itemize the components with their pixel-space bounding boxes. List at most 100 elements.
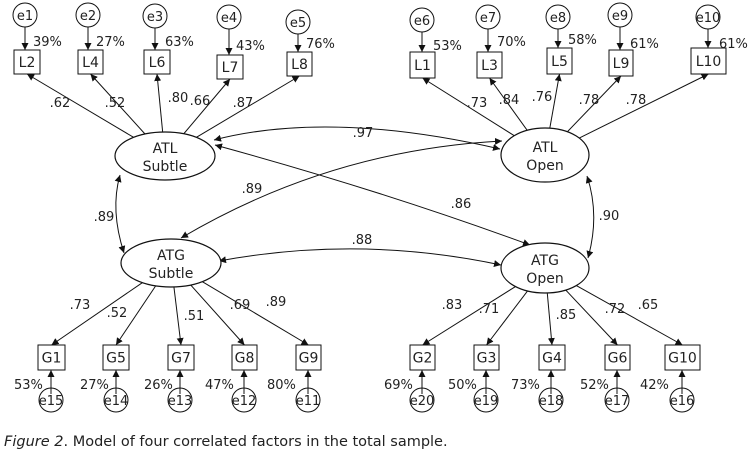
indicator-box-L6 [143, 49, 171, 75]
indicator-box-G3 [473, 344, 500, 371]
error-label-e3: e3 [147, 10, 163, 25]
error-label-e13: e13 [168, 394, 193, 409]
indicator-box-L1 [409, 51, 436, 79]
error-circle-e13 [167, 387, 193, 413]
loading-label-G8: .69 [230, 298, 251, 313]
r-squared-label-G4: 73% [511, 378, 540, 393]
loading-label-L5: .76 [532, 90, 553, 105]
indicator-label-L5: L5 [551, 54, 568, 70]
error-label-e5: e5 [290, 16, 306, 31]
r-squared-label-L6: 63% [165, 35, 194, 50]
loading-label-G4: .85 [556, 308, 577, 323]
indicator-box-G2 [409, 344, 436, 371]
loading-label-L7: .66 [190, 94, 211, 109]
loading-path-L4 [90, 73, 146, 135]
correlation-path-ATLS-ATGS [114, 174, 126, 254]
figure-caption: Figure 2. Model of four correlated facto… [4, 434, 448, 450]
loading-path-L2 [26, 73, 134, 138]
latent-label-ATLO-line2: Open [526, 158, 563, 174]
loading-label-L8: .87 [233, 96, 254, 111]
loading-path-L6 [154, 73, 164, 133]
indicator-label-L8: L8 [291, 57, 308, 73]
correlation-path-ATLO-ATGS [180, 137, 503, 239]
loading-label-G10: .65 [638, 298, 659, 313]
indicator-box-G9 [295, 344, 322, 371]
indicator-label-G9: G9 [299, 351, 319, 367]
r-squared-label-L5: 58% [568, 33, 597, 48]
loading-path-G1 [51, 282, 143, 346]
r-squared-label-G8: 47% [205, 378, 234, 393]
caption-text: . Model of four correlated factors in th… [63, 434, 448, 450]
error-label-e12: e12 [232, 394, 257, 409]
loading-label-G2: .83 [442, 298, 463, 313]
indicator-box-G7 [167, 344, 195, 371]
loading-path-L3 [489, 77, 528, 131]
indicator-box-L7 [216, 54, 244, 80]
error-label-e6: e6 [414, 14, 430, 29]
indicator-box-L5 [546, 47, 573, 75]
error-label-e14: e14 [104, 394, 129, 409]
indicator-box-L10 [690, 47, 727, 75]
error-circle-e5 [285, 9, 311, 35]
latent-ellipse-ATLS [114, 131, 216, 181]
loading-path-L9 [567, 75, 622, 133]
latent-label-ATGS-line2: Subtle [149, 266, 194, 282]
latent-label-ATGO-line1: ATG [531, 253, 559, 269]
loading-path-G3 [486, 290, 528, 346]
error-label-e18: e18 [539, 394, 564, 409]
indicator-label-L2: L2 [19, 55, 36, 71]
r-squared-label-G5: 27% [80, 378, 109, 393]
sem-path-diagram: L2e1L4e2L6e3L7e4L8e5L1e6L3e7L5e8L9e9L10e… [12, 2, 748, 413]
error-circle-e4 [216, 4, 242, 30]
error-label-e10: e10 [696, 11, 721, 26]
error-circle-e3 [142, 3, 168, 29]
latent-ellipse-ATLO [500, 127, 590, 183]
r-squared-label-L8: 76% [306, 37, 335, 52]
latent-label-ATLS-line2: Subtle [143, 159, 188, 175]
latent-label-ATGO-line2: Open [526, 271, 563, 287]
error-circle-e2 [75, 2, 101, 28]
error-circle-e8 [545, 4, 571, 30]
correlation-label-ATLS-ATGO: .86 [451, 197, 472, 212]
loading-path-G6 [565, 289, 618, 346]
figure-label: Figure 2 [4, 434, 64, 450]
error-label-e2: e2 [80, 9, 96, 24]
loading-path-L8 [196, 75, 300, 138]
r-squared-label-L1: 53% [433, 39, 462, 54]
indicator-label-G4: G4 [542, 351, 562, 367]
loading-label-L3: .84 [499, 93, 520, 108]
error-circle-e19 [473, 387, 499, 413]
error-label-e19: e19 [474, 394, 499, 409]
indicator-label-G2: G2 [413, 351, 433, 367]
error-circle-e6 [409, 7, 435, 33]
indicator-label-L9: L9 [613, 56, 630, 72]
r-squared-label-G6: 52% [580, 378, 609, 393]
latent-label-ATLO-line1: ATL [533, 140, 558, 156]
indicator-label-G3: G3 [477, 351, 497, 367]
r-squared-label-L9: 61% [630, 37, 659, 52]
latent-label-ATLS-line1: ATL [153, 141, 178, 157]
error-circle-e15 [38, 387, 64, 413]
correlation-label-ATGS-ATGO: .88 [352, 233, 373, 248]
error-label-e17: e17 [605, 394, 630, 409]
error-circle-e7 [475, 4, 501, 30]
error-label-e1: e1 [17, 9, 33, 24]
r-squared-label-G3: 50% [448, 378, 477, 393]
error-label-e15: e15 [39, 394, 64, 409]
loading-label-G1: .73 [70, 298, 91, 313]
loading-path-G4 [546, 292, 555, 346]
indicator-label-G5: G5 [106, 351, 126, 367]
correlation-label-ATLO-ATGO: .90 [599, 209, 620, 224]
error-circle-e18 [538, 387, 564, 413]
indicator-box-G5 [102, 344, 130, 371]
r-squared-label-L3: 70% [497, 35, 526, 50]
correlation-path-ATLO-ATGO [585, 175, 595, 259]
correlation-path-ATLS-ATGO [214, 143, 531, 246]
loading-label-G9: .89 [266, 295, 287, 310]
error-circle-e14 [103, 387, 129, 413]
indicator-label-L7: L7 [222, 60, 239, 76]
loading-path-L5 [549, 73, 562, 129]
loading-label-L4: .52 [105, 96, 126, 111]
r-squared-label-L7: 43% [236, 39, 265, 54]
loading-path-G8 [190, 284, 245, 346]
